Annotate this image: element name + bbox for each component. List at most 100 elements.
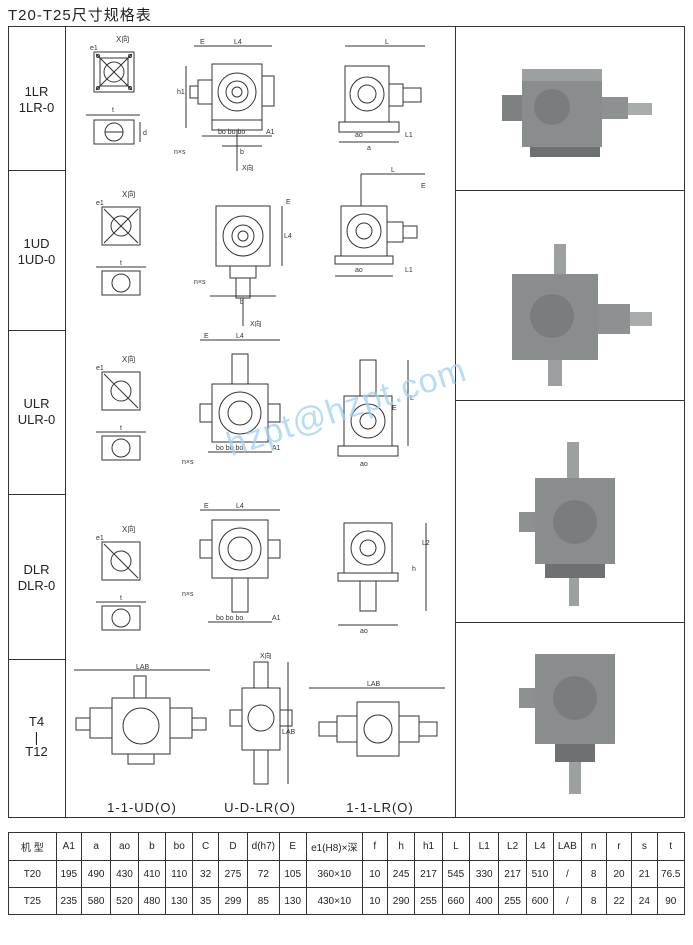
row-divider	[8, 659, 65, 660]
photo-column-divider	[455, 26, 456, 818]
table-cell: 110	[165, 860, 194, 888]
table-cell: 76.5	[656, 860, 685, 888]
gearbox-photo-dlr	[519, 654, 615, 794]
ao-label: ao	[360, 628, 368, 635]
b-label: b	[240, 149, 244, 156]
h-label: h	[412, 566, 416, 573]
t-label: t	[120, 595, 122, 602]
l1-label: L1	[405, 132, 413, 139]
table-cell: 195	[55, 860, 82, 888]
table-cell: 217	[498, 860, 527, 888]
drawing-dlr-side-view: L2 h ao	[337, 522, 430, 635]
table-header-cell: ao	[110, 832, 139, 861]
table-header-cell: r	[605, 832, 633, 861]
table-header-cell: t	[656, 832, 685, 861]
table-header-cell: h	[386, 832, 416, 861]
table-cell: 21	[631, 860, 658, 888]
table-cell: 20	[605, 860, 633, 888]
l1-label: L1	[405, 267, 413, 274]
table-cell: 480	[137, 887, 167, 915]
table-cell: 430	[110, 860, 139, 888]
gearbox-photo-ulr	[519, 442, 615, 606]
page-title: T20-T25尺寸规格表	[8, 7, 152, 24]
table-cell: T25	[8, 887, 57, 915]
table-cell: 600	[525, 887, 555, 915]
table-cell: 545	[441, 860, 471, 888]
l4-label: L4	[236, 503, 244, 510]
spec-frame	[8, 26, 685, 818]
table-cell: 8	[580, 860, 607, 888]
table-cell: 72	[247, 860, 280, 888]
table-header-cell: E	[278, 832, 307, 861]
drawing-ulr-flange-detail: X向 e1 t	[96, 354, 146, 461]
bo-labels: bo bo bo	[218, 129, 245, 136]
table-cell: 400	[469, 887, 500, 915]
drawing-1lr-side-view: L ao L1 a	[338, 39, 425, 152]
row-divider	[8, 330, 65, 331]
a1-label: A1	[272, 615, 281, 622]
table-cell: 520	[110, 887, 139, 915]
table-cell: 35	[192, 887, 219, 915]
bo-labels: bo bo bo	[216, 445, 243, 452]
l4-label: L4	[234, 39, 242, 46]
caption-1-1-ud: 1-1-UD(O)	[107, 800, 177, 815]
e-label: E	[204, 333, 209, 340]
e1-label: e1	[90, 45, 98, 52]
l-label: L	[385, 39, 389, 46]
table-header-cell: LAB	[553, 832, 582, 861]
lab-label: LAB	[367, 681, 381, 688]
e-label: E	[204, 503, 209, 510]
table-cell: 510	[525, 860, 555, 888]
drawing-dlr-flange-detail: X向 e1 t	[96, 524, 146, 631]
photo-divider	[455, 190, 685, 191]
table-header-cell: A1	[55, 832, 82, 861]
table-cell: 10	[361, 887, 388, 915]
a1-label: A1	[266, 129, 275, 136]
table-header-cell: L2	[498, 832, 527, 861]
table-header-cell: 机 型	[8, 832, 57, 861]
nxs-label: n×s	[182, 591, 194, 598]
t-label: t	[120, 425, 122, 432]
drawing-1lr-front-view: E L4 h1 bo bo bo A1 b n×s X向	[174, 39, 275, 172]
drawing-dlr-front-view: E L4 n×s bo bo bo A1	[182, 503, 281, 623]
table-cell: 580	[80, 887, 112, 915]
table-cell: /	[553, 887, 582, 915]
e-label: E	[421, 183, 426, 190]
x-direction-label: X向	[250, 319, 262, 328]
table-cell: 490	[80, 860, 112, 888]
label-column-divider	[65, 26, 66, 818]
table-header-cell: D	[217, 832, 249, 861]
table-cell: 330	[469, 860, 500, 888]
h1-label: h1	[177, 89, 185, 96]
table-cell: 217	[414, 860, 443, 888]
table-header-cell: L4	[525, 832, 555, 861]
e-label: E	[392, 405, 397, 412]
e1-label: e1	[96, 365, 104, 372]
e-label: E	[200, 39, 205, 46]
x-direction-label: X向	[260, 651, 272, 660]
table-cell: 245	[386, 860, 416, 888]
d-label: d	[143, 130, 147, 137]
nxs-label: n×s	[182, 459, 194, 466]
table-header-cell: s	[631, 832, 658, 861]
table-cell: 255	[414, 887, 443, 915]
table-header-cell: b	[137, 832, 167, 861]
l-label: L	[391, 167, 395, 174]
bo-labels: bo bo bo	[216, 615, 243, 622]
drawing-1ud-side-view: L E ao L1	[334, 167, 426, 277]
table-header-cell: f	[361, 832, 388, 861]
ao-label: ao	[355, 132, 363, 139]
table-cell: 32	[192, 860, 219, 888]
e1-label: e1	[96, 535, 104, 542]
photo-divider	[455, 400, 685, 401]
drawing-ulr-front-view: E L4 bo bo bo A1 n×s	[182, 333, 281, 466]
drawing-1lr-flange-detail: X向 e1 t d	[86, 34, 147, 145]
table-cell: 85	[247, 887, 280, 915]
x-direction-label: X向	[242, 163, 254, 172]
caption-u-d-lr: U-D-LR(O)	[224, 800, 296, 815]
